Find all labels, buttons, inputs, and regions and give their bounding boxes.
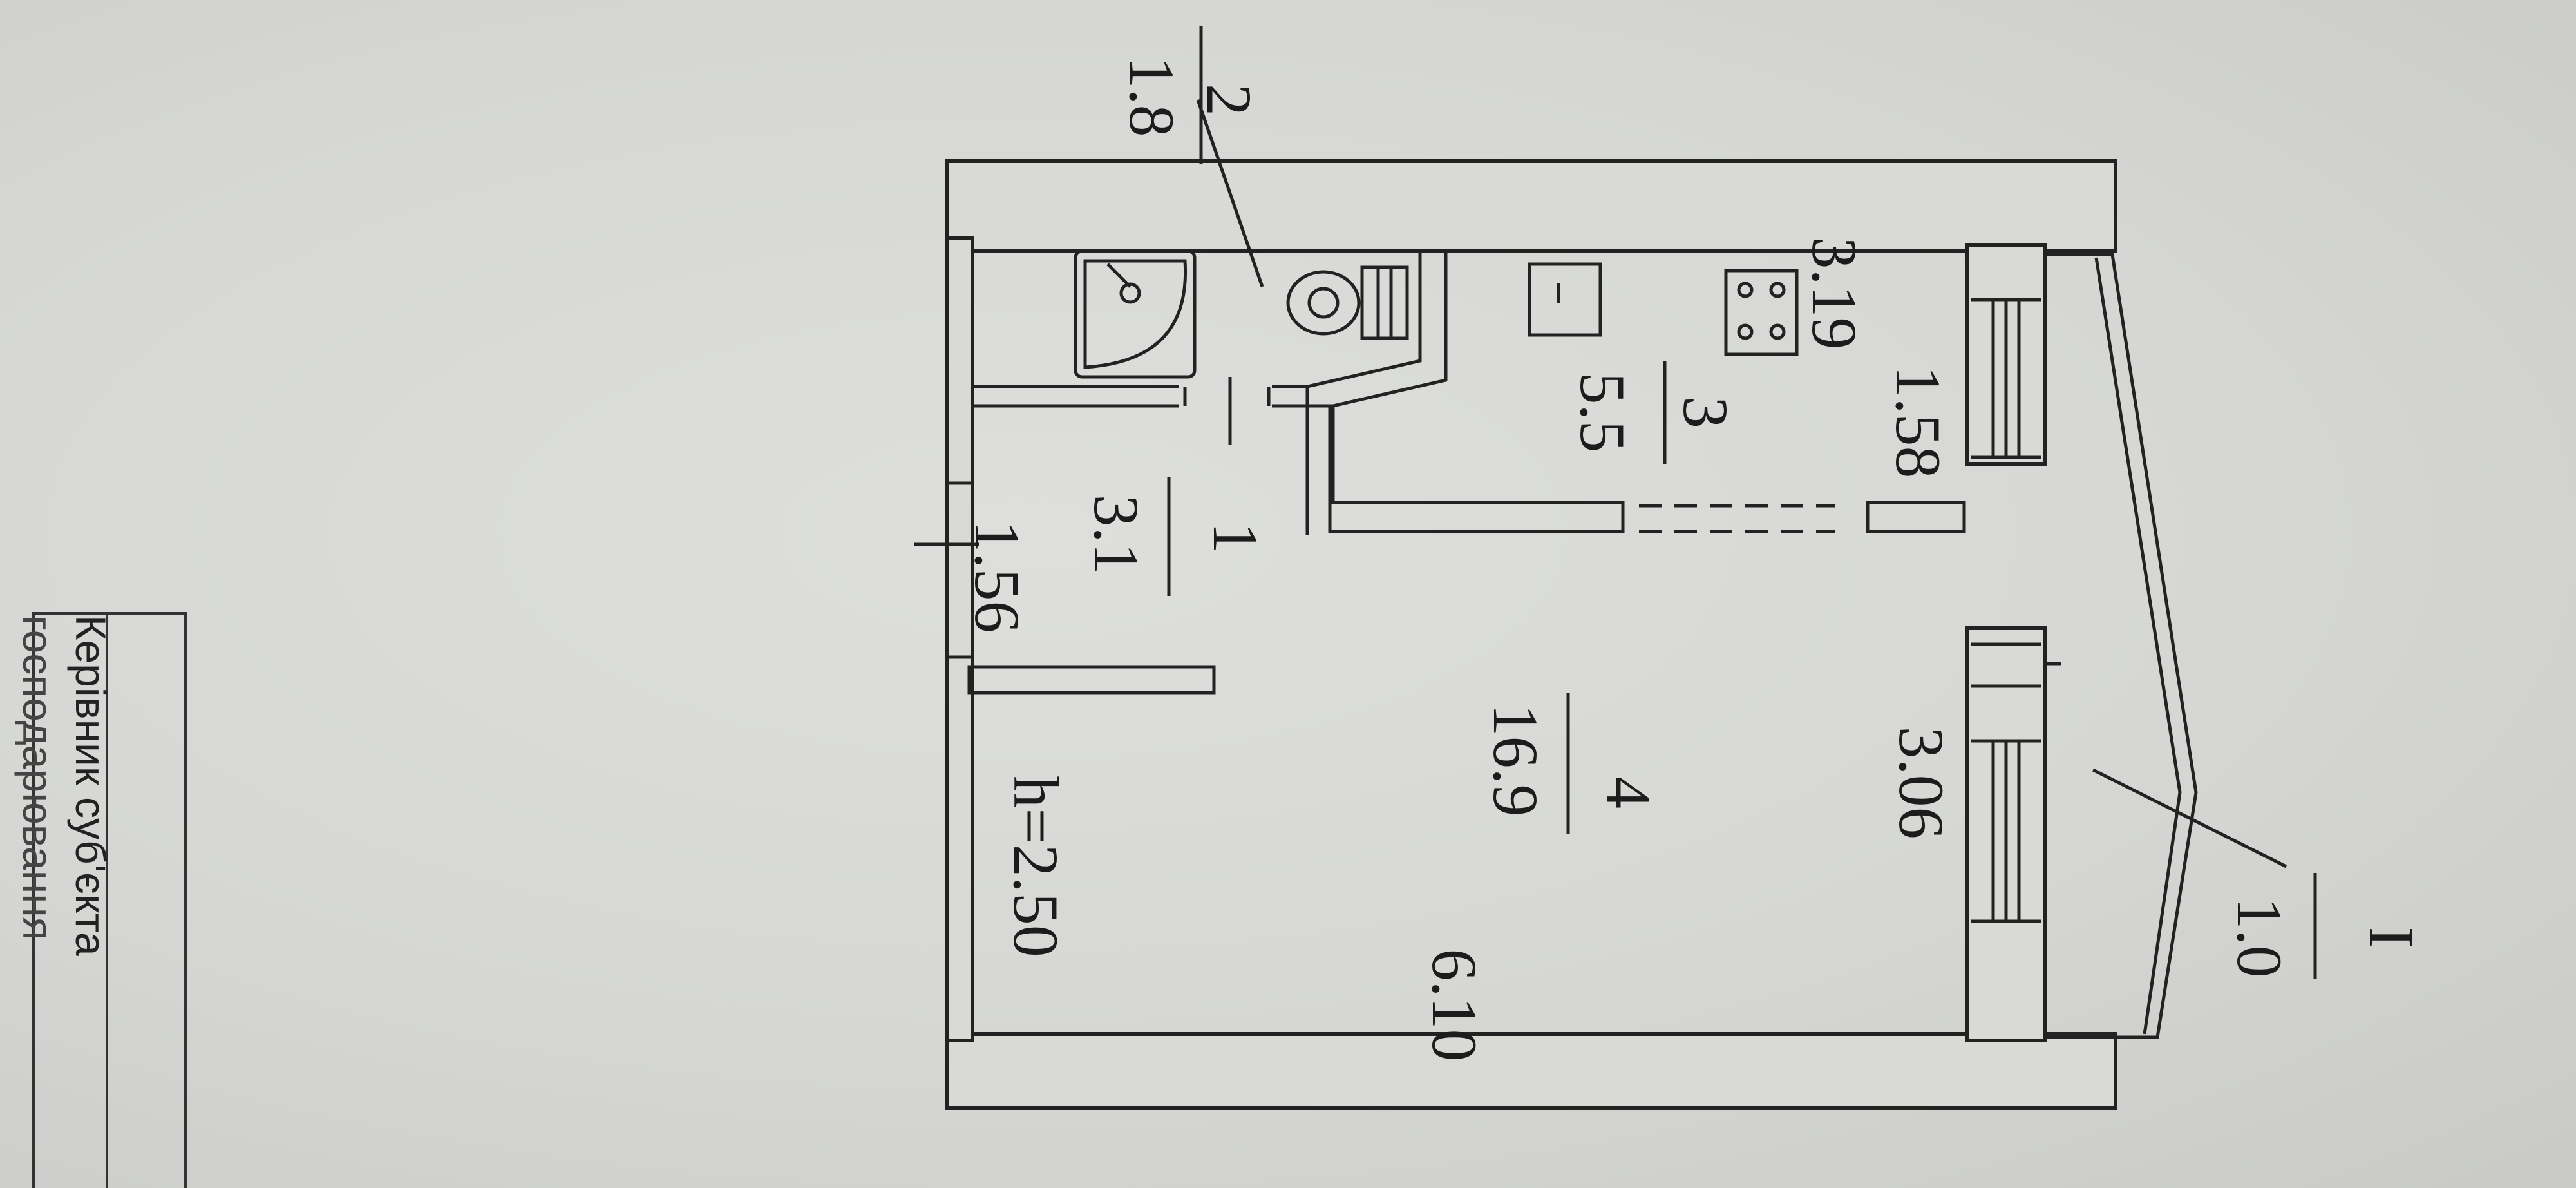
interior-walls (914, 251, 1966, 695)
sink-icon (1106, 263, 1141, 304)
room-3-number: 3 (1670, 396, 1741, 428)
title-block-divider (106, 615, 108, 1188)
room-1-number: 1 (1200, 522, 1271, 554)
room-1-area: 3.1 (1081, 495, 1152, 575)
dimension-319: 3.19 (1799, 237, 1870, 350)
dimension-610: 6.10 (1419, 949, 1490, 1062)
leader-room-2 (1196, 99, 1264, 287)
ceiling-height: h=2.50 (1000, 776, 1072, 957)
title-block (32, 612, 187, 1188)
wall-top (945, 159, 2117, 253)
balcony-door (1971, 642, 2061, 688)
wall-left (945, 236, 974, 1042)
dimension-156: 1.56 (961, 521, 1033, 633)
balcony-rail (2094, 257, 2182, 1035)
room-2-area: 1.8 (1116, 57, 1188, 137)
title-block-label-2: господарювання (14, 615, 62, 941)
dimension-306: 3.06 (1886, 727, 1957, 839)
room-4-number: 4 (1593, 776, 1664, 809)
room-4-area: 16.9 (1480, 704, 1551, 817)
balcony-area: 1.0 (2224, 897, 2295, 978)
bathtub-fixture (1074, 249, 1197, 379)
wall-bottom (945, 1032, 2117, 1110)
window-upper (1971, 298, 2041, 459)
room-3-area: 5.5 (1567, 372, 1638, 453)
toilet-icon (1286, 265, 1409, 340)
leader-balcony (2092, 768, 2287, 868)
balcony-outline (2045, 253, 2198, 1039)
stove-icon (1724, 269, 1799, 356)
window-lower (1971, 739, 2041, 923)
room-2-number: 2 (1193, 84, 1265, 116)
balcony-number: І (2356, 926, 2427, 948)
sink-kitchen-icon (1528, 262, 1602, 337)
dimension-158: 1.58 (1882, 366, 1954, 479)
